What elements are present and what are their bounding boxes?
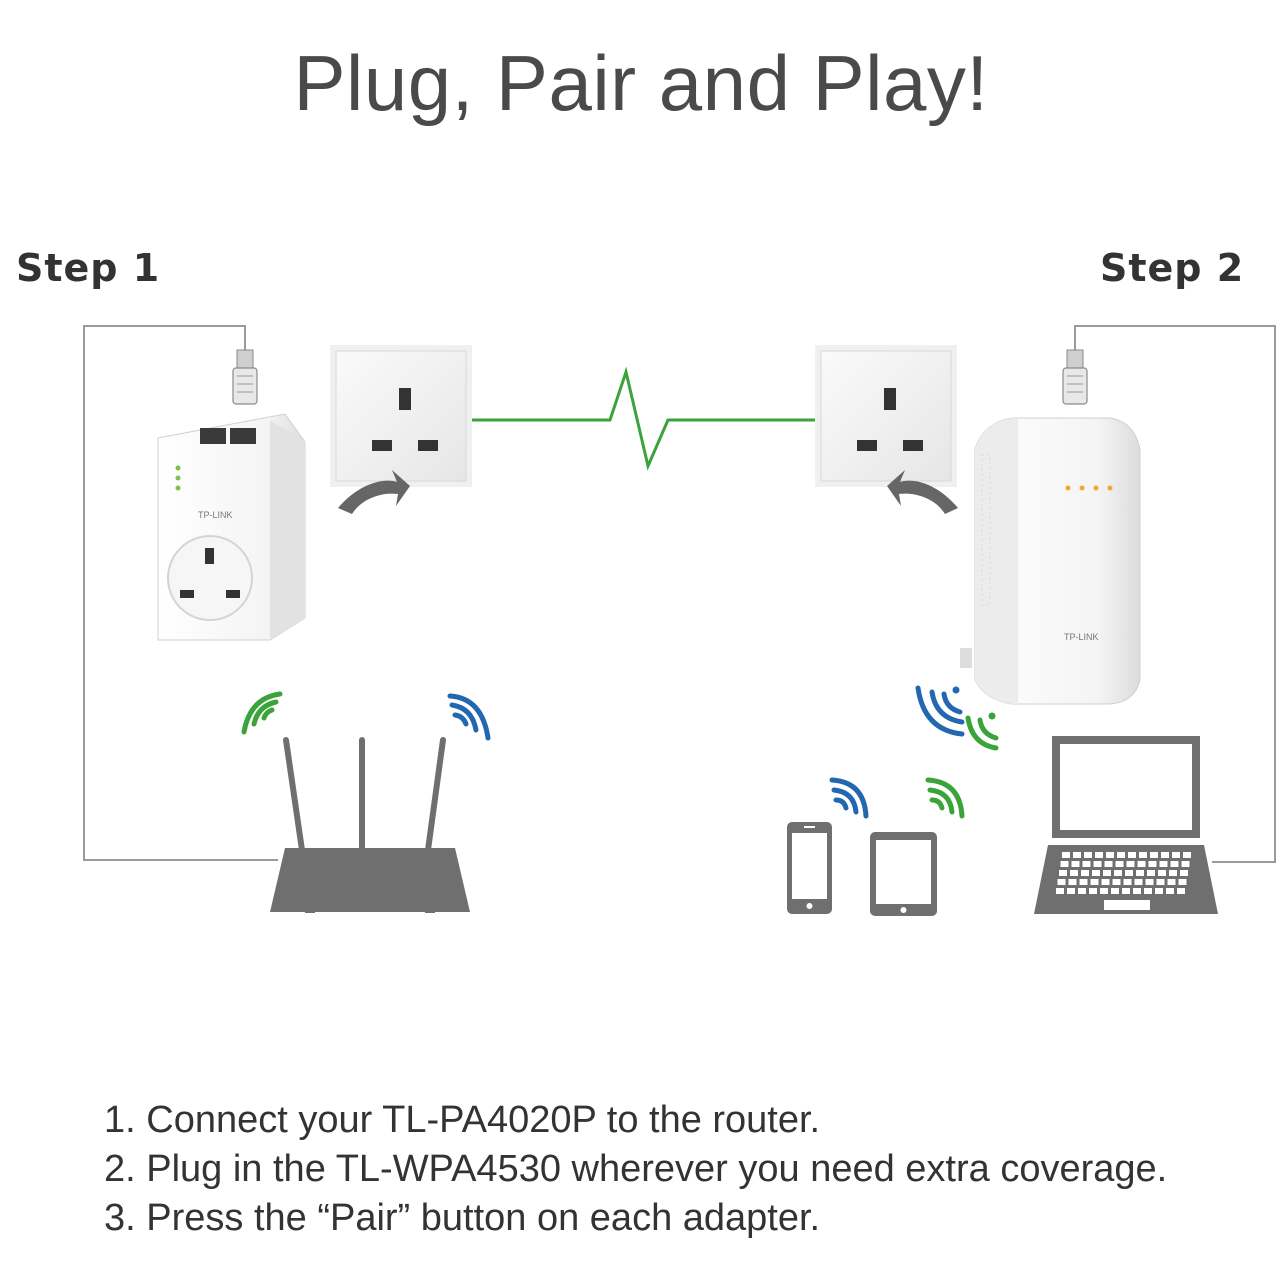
ethernet-plug-icon [232, 349, 258, 405]
laptop-key [1104, 861, 1113, 867]
router-icon [270, 737, 470, 913]
instructions-list: 1. Connect your TL-PA4020P to the router… [104, 1096, 1167, 1243]
laptop-key [1183, 852, 1191, 858]
adapter-1-brand: TP-LINK [198, 510, 233, 520]
laptop-key [1100, 888, 1108, 894]
laptop-key [1068, 879, 1077, 885]
laptop-key [1177, 888, 1185, 894]
laptop-key [1095, 852, 1103, 858]
laptop-key [1081, 870, 1089, 876]
laptop-key [1114, 870, 1122, 876]
laptop-key [1144, 888, 1152, 894]
step-2-label: Step 2 [1100, 246, 1245, 290]
laptop-key [1122, 888, 1130, 894]
ethernet-cable-right [1074, 325, 1276, 863]
laptop-key [1150, 852, 1158, 858]
laptop-key [1147, 870, 1155, 876]
wifi-icon [915, 685, 965, 737]
laptop-key [1071, 861, 1080, 867]
laptop-key [1060, 861, 1069, 867]
laptop-key [1137, 861, 1146, 867]
laptop-key [1166, 888, 1174, 894]
laptop-key [1079, 879, 1088, 885]
laptop-key [1126, 861, 1135, 867]
laptop-key [1136, 870, 1144, 876]
laptop-key [1161, 852, 1169, 858]
laptop-key [1089, 888, 1097, 894]
ethernet-cable-left [83, 325, 278, 861]
ethernet-plug-icon [1062, 349, 1088, 405]
phone-icon [787, 822, 832, 914]
laptop-key [1084, 852, 1092, 858]
laptop-key [1125, 870, 1133, 876]
laptop-key [1178, 879, 1187, 885]
laptop-key [1062, 852, 1070, 858]
laptop-icon [1034, 736, 1218, 914]
adapter-2-brand: TP-LINK [1064, 632, 1099, 642]
laptop-key [1158, 870, 1166, 876]
laptop-key [1128, 852, 1136, 858]
laptop-key [1092, 870, 1100, 876]
laptop-key [1133, 888, 1141, 894]
arrow-icon [887, 470, 958, 514]
socket-icon [815, 345, 957, 487]
laptop-key [1117, 852, 1125, 858]
powerline-adapter-1: TP-LINK [157, 413, 306, 641]
laptop-key [1103, 870, 1111, 876]
laptop-key [1106, 852, 1114, 858]
wifi-icon [925, 777, 965, 819]
laptop-key [1093, 861, 1102, 867]
laptop-key [1073, 852, 1081, 858]
laptop-key [1156, 879, 1165, 885]
wifi-icon [241, 691, 283, 735]
laptop-key [1180, 870, 1188, 876]
laptop-key [1155, 888, 1163, 894]
step-1-label: Step 1 [16, 246, 161, 290]
socket-icon [330, 345, 472, 487]
laptop-key [1067, 888, 1075, 894]
laptop-key [1111, 888, 1119, 894]
laptop-key [1172, 852, 1180, 858]
laptop-key [1123, 879, 1132, 885]
laptop-key [1057, 879, 1066, 885]
instruction-step-3: 3. Press the “Pair” button on each adapt… [104, 1197, 821, 1239]
laptop-key [1145, 879, 1154, 885]
laptop-key [1167, 879, 1176, 885]
laptop-key [1078, 888, 1086, 894]
laptop-key [1181, 861, 1190, 867]
instruction-step-1: 1. Connect your TL-PA4020P to the router… [104, 1099, 821, 1141]
laptop-key [1134, 879, 1143, 885]
wifi-icon [965, 712, 999, 751]
wifi-icon [829, 777, 869, 819]
laptop-key [1170, 861, 1179, 867]
laptop-key [1101, 879, 1110, 885]
laptop-key [1059, 870, 1067, 876]
laptop-key [1169, 870, 1177, 876]
tablet-icon [870, 832, 937, 916]
laptop-key [1159, 861, 1168, 867]
page-title: Plug, Pair and Play! [293, 39, 989, 127]
laptop-key [1112, 879, 1121, 885]
laptop-key [1115, 861, 1124, 867]
laptop-key [1082, 861, 1091, 867]
instruction-step-2: 2. Plug in the TL-WPA4530 wherever you n… [104, 1148, 1168, 1190]
wifi-icon [447, 693, 491, 741]
laptop-key [1056, 888, 1064, 894]
powerline-signal-icon [470, 366, 820, 471]
laptop-key [1148, 861, 1157, 867]
laptop-key [1139, 852, 1147, 858]
laptop-key [1070, 870, 1078, 876]
powerline-adapter-2: TP-LINK [960, 417, 1141, 705]
laptop-key [1090, 879, 1099, 885]
arrow-icon [338, 470, 410, 514]
